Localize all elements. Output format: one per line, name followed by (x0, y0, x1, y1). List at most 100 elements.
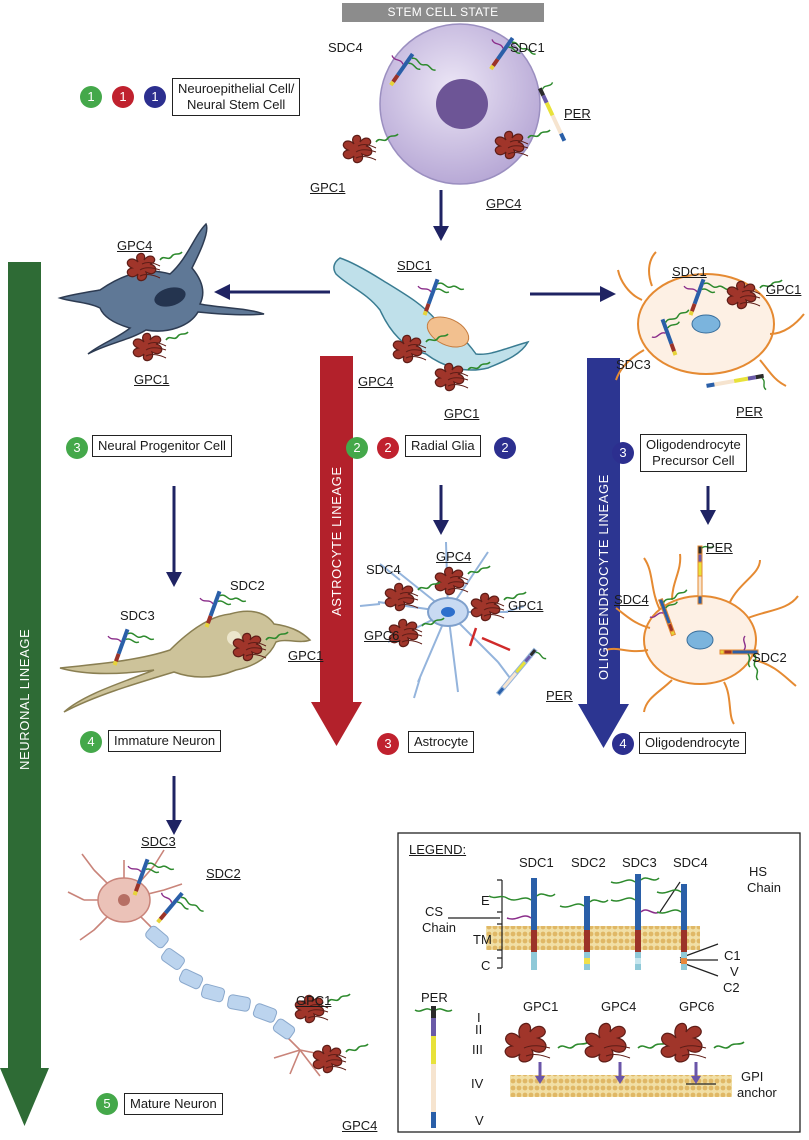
legend-per-iv: IV (471, 1076, 484, 1091)
ol-sdc4-label: SDC4 (614, 592, 649, 607)
rg-badge-oligodendrocyte: 2 (494, 437, 516, 459)
legend-cs-line2: Chain (422, 920, 456, 935)
npc-gpc1-label: GPC1 (134, 372, 170, 387)
legend-v: V (730, 964, 739, 979)
npc-gpc4-label: GPC4 (117, 238, 153, 253)
immature-badge: 4 (80, 731, 102, 753)
opc-badge: 3 (612, 442, 634, 464)
legend-gpc1: GPC1 (523, 999, 559, 1014)
as-gpc6-label: GPC6 (364, 628, 400, 643)
rg-box: Radial Glia (405, 435, 481, 457)
stem-badge-oligodendrocyte: 1 (144, 86, 166, 108)
radial-glia-shape (333, 257, 530, 392)
im-sdc2-label: SDC2 (230, 578, 265, 593)
rg-gpc4-label: GPC4 (358, 374, 394, 389)
stem-cell-box: Neuroepithelial Cell/ Neural Stem Cell (172, 78, 301, 116)
stem-cell (342, 23, 578, 185)
legend-gpc4: GPC4 (601, 999, 637, 1014)
stem-badge-astrocyte: 1 (112, 86, 134, 108)
legend-sdc-glyphs (488, 874, 687, 970)
oligodendrocyte-lineage-label: OLIGODENDROCYTE LINEAGE (596, 474, 611, 680)
legend-c1: C1 (724, 948, 741, 963)
mature-neuron-shape (67, 849, 369, 1077)
legend-gpi-line2: anchor (737, 1085, 777, 1100)
legend-per-ii: II (475, 1022, 483, 1037)
opc-sdc3-label: SDC3 (616, 357, 651, 372)
npc-box: Neural Progenitor Cell (92, 435, 232, 457)
legend-title: LEGEND: (409, 842, 467, 857)
arrowheads (166, 226, 716, 835)
transition-arrows (172, 190, 710, 822)
rg-gpc1-label: GPC1 (444, 406, 480, 421)
legend-domain-tm: TM (473, 932, 492, 947)
legend-per-v: V (475, 1113, 484, 1128)
as-gpc1-label: GPC1 (508, 598, 544, 613)
rg-badge-astrocyte: 2 (377, 437, 399, 459)
stem-badge-neuronal: 1 (80, 86, 102, 108)
opc-box: Oligodendrocyte Precursor Cell (640, 434, 747, 472)
legend-sdc2: SDC2 (571, 855, 606, 870)
legend-sdc1: SDC1 (519, 855, 554, 870)
mn-sdc3-label: SDC3 (141, 834, 176, 849)
as-per-label: PER (546, 688, 573, 703)
astrocyte-shape (359, 541, 547, 704)
legend-sdc3: SDC3 (622, 855, 657, 870)
legend-c2: C2 (723, 980, 740, 995)
mn-sdc2-label: SDC2 (206, 866, 241, 881)
mn-gpc4-label: GPC4 (342, 1118, 378, 1133)
im-gpc1-label: GPC1 (288, 648, 324, 663)
oligodendrocyte-shape (605, 545, 799, 725)
astrocyte-box: Astrocyte (408, 731, 475, 753)
stem-per-label: PER (564, 106, 591, 121)
oligo-badge: 4 (612, 733, 634, 755)
legend-domain-e: E (481, 893, 490, 908)
stem-gpc4-label: GPC4 (486, 196, 522, 211)
stem-cell-label-line1: Neuroepithelial Cell/ (178, 81, 295, 96)
stem-cell-state-header: STEM CELL STATE (342, 3, 544, 22)
legend-per-iii: III (472, 1042, 483, 1057)
neural-progenitor-cell-shape (57, 222, 265, 362)
stem-sdc1-label: SDC1 (510, 40, 545, 55)
legend-per-i: I (477, 1010, 481, 1025)
opc-sdc1-label: SDC1 (672, 264, 707, 279)
legend-sdc4: SDC4 (673, 855, 708, 870)
immature-neuron-shape (59, 585, 312, 713)
stem-cell-label-line2: Neural Stem Cell (187, 97, 286, 112)
rg-sdc1-label: SDC1 (397, 258, 432, 273)
legend-cs-line1: CS (425, 904, 444, 919)
legend-frame (397, 832, 801, 1133)
mature-badge: 5 (96, 1093, 118, 1115)
mature-box: Mature Neuron (124, 1093, 223, 1115)
legend-domain-c: C (481, 958, 491, 973)
legend-per-glyph (414, 1006, 453, 1128)
ol-per-label: PER (706, 540, 733, 555)
stem-gpc1-label: GPC1 (310, 180, 346, 195)
oligodendrocyte-lineage-arrow (578, 358, 629, 748)
legend-gpc6: GPC6 (679, 999, 715, 1014)
neuronal-lineage-arrow (0, 262, 49, 1126)
legend-per: PER (421, 990, 448, 1005)
legend-gpi-line1: GPI (741, 1069, 764, 1084)
mn-gpc1-label: GPC1 (296, 993, 332, 1008)
opc-gpc1-label: GPC1 (766, 282, 802, 297)
npc-badge: 3 (66, 437, 88, 459)
legend-hs-line1: HS (749, 864, 768, 879)
immature-box: Immature Neuron (108, 730, 222, 752)
legend-gpc-glyphs (504, 1022, 745, 1084)
stem-sdc4-label: SDC4 (328, 40, 363, 55)
neuronal-lineage-label: NEURONAL LINEAGE (17, 628, 32, 770)
oligo-box: Oligodendrocyte (639, 732, 746, 754)
opc-shape (615, 251, 805, 401)
im-sdc3-label: SDC3 (120, 608, 155, 623)
opc-label-line2: Precursor Cell (652, 453, 735, 468)
astrocyte-lineage-label: ASTROCYTE LINEAGE (329, 466, 344, 616)
ol-sdc2-label: SDC2 (752, 650, 787, 665)
opc-per-label: PER (736, 404, 763, 419)
legend-hs-line2: Chain (747, 880, 781, 895)
opc-label-line1: Oligodendrocyte (646, 437, 741, 452)
astrocyte-badge: 3 (377, 733, 399, 755)
as-sdc4-label: SDC4 (366, 562, 401, 577)
rg-badge-neuronal: 2 (346, 437, 368, 459)
